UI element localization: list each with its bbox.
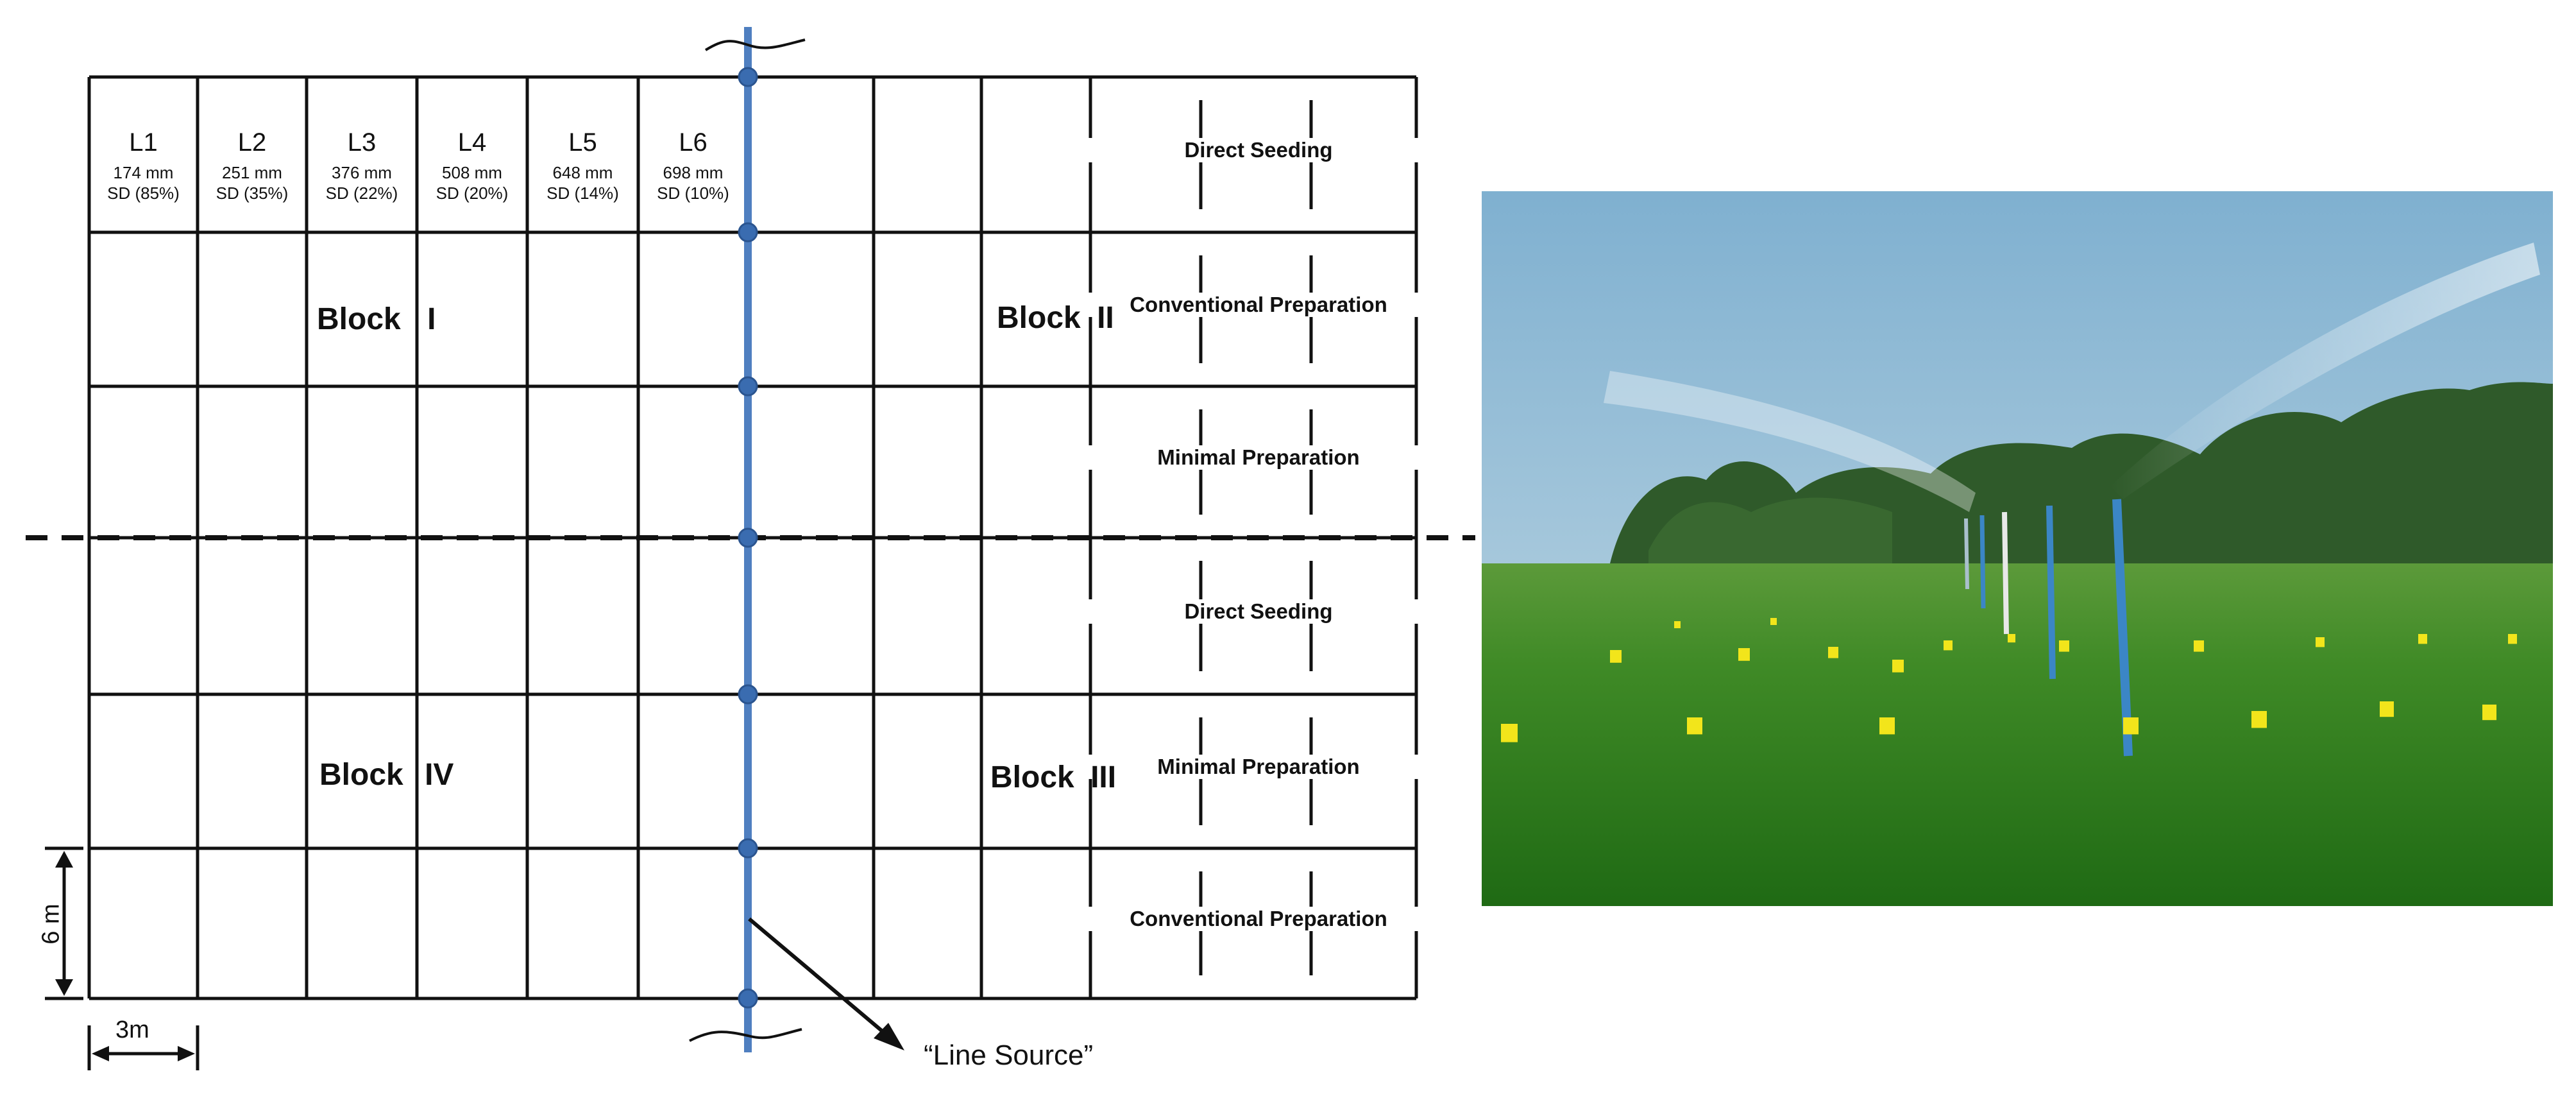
level-header-6: L6 698 mm SD (10%): [639, 128, 748, 203]
level-label: L2: [237, 128, 267, 157]
photo-marker: [1674, 621, 1681, 628]
level-label: L4: [457, 128, 487, 157]
level-label: L6: [679, 128, 708, 157]
block-2-number: II: [1097, 301, 1114, 335]
level-sd: SD (20%): [436, 184, 509, 203]
sprinkler-node: [738, 67, 758, 87]
line-source-arrow: [748, 917, 904, 1050]
level-depth: 376 mm: [332, 163, 392, 182]
photo-marker: [1770, 618, 1777, 625]
sprinkler-node: [738, 684, 758, 705]
treatment-label: Minimal Preparation: [1066, 445, 1451, 470]
block-1-word: Block: [317, 302, 401, 336]
line-source-pipe: [689, 27, 806, 1052]
photo-marker: [2482, 705, 2496, 721]
sprinkler-nodes: [738, 67, 758, 1009]
block-3-word: Block: [990, 760, 1074, 794]
photo-marker: [2251, 711, 2267, 728]
level-header-5: L5 648 mm SD (14%): [529, 128, 638, 203]
photo-marker: [1738, 648, 1750, 661]
level-label: L5: [568, 128, 597, 157]
photo-marker: [1687, 717, 1702, 735]
block-4-label: Block IV: [319, 757, 453, 792]
pipe-break-bottom: [689, 1028, 802, 1042]
row-height-label: 6 m: [37, 903, 65, 945]
photo-marker: [1944, 640, 1953, 651]
photo-marker: [2380, 701, 2394, 717]
block-2-word: Block: [997, 301, 1081, 335]
level-depth: 174 mm: [113, 163, 174, 182]
treatment-label: Direct Seeding: [1066, 599, 1451, 624]
level-sd: SD (22%): [325, 184, 398, 203]
block-1-number: I: [427, 302, 436, 336]
block-4-word: Block: [319, 758, 403, 792]
sprinkler-node: [738, 222, 758, 243]
sprinkler-node: [738, 376, 758, 397]
photo-tree-highlight: [1648, 497, 1892, 576]
row-height-dimension: [45, 846, 83, 1000]
photo-marker: [1879, 717, 1895, 735]
photo-marker: [1610, 650, 1622, 663]
level-depth: 648 mm: [552, 163, 613, 182]
level-depth: 698 mm: [663, 163, 724, 182]
treatment-label: Minimal Preparation: [1066, 755, 1451, 779]
level-depth: 251 mm: [222, 163, 282, 182]
sprinkler-node: [738, 838, 758, 859]
col-width-dimension: [87, 1025, 199, 1070]
level-sd: SD (35%): [216, 184, 289, 203]
photo-marker: [1828, 647, 1838, 658]
pipe-break-top: [704, 39, 806, 51]
photo-marker: [2008, 634, 2015, 643]
photo-marker: [2316, 637, 2325, 647]
photo-sprinkler-pipes: [1964, 499, 2133, 757]
level-header-4: L4 508 mm SD (20%): [418, 128, 527, 203]
level-depth: 508 mm: [442, 163, 502, 182]
level-label: L1: [129, 128, 158, 157]
level-sd: SD (85%): [107, 184, 180, 203]
level-label: L3: [347, 128, 377, 157]
photo-ground: [1482, 563, 2553, 906]
block-1-label: Block I: [317, 302, 436, 337]
photo-marker: [1501, 724, 1518, 742]
block-3-label: Block III: [990, 760, 1116, 795]
sprinkler-field-photo: [1482, 191, 2553, 906]
photo-spray-2: [1604, 371, 1976, 512]
photo-marker: [1892, 660, 1904, 672]
photo-spray-1: [2110, 243, 2540, 499]
level-sd: SD (10%): [657, 184, 729, 203]
field-layout-diagram: [26, 27, 1475, 1070]
photo-marker: [2418, 634, 2427, 644]
level-header-1: L1 174 mm SD (85%): [89, 128, 198, 203]
block-4-number: IV: [425, 758, 454, 792]
photo-marker: [2508, 634, 2517, 644]
level-header-2: L2 251 mm SD (35%): [198, 128, 307, 203]
sprinkler-node: [738, 527, 758, 548]
photo-marker: [2059, 640, 2069, 652]
treatment-label: Conventional Preparation: [1066, 907, 1451, 931]
treatment-label: Direct Seeding: [1066, 138, 1451, 162]
photo-marker: [2194, 640, 2204, 652]
photo-marker: [2123, 717, 2139, 735]
photo-yellow-markers: [1501, 618, 2517, 742]
treatment-label: Conventional Preparation: [1066, 293, 1451, 317]
level-header-3: L3 376 mm SD (22%): [307, 128, 416, 203]
sprinkler-node: [738, 988, 758, 1009]
level-sd: SD (14%): [547, 184, 619, 203]
block-2-label: Block II: [997, 300, 1114, 336]
col-width-label: 3m: [115, 1016, 149, 1043]
block-3-number: III: [1090, 760, 1117, 794]
line-source-label: “Line Source”: [924, 1040, 1094, 1071]
